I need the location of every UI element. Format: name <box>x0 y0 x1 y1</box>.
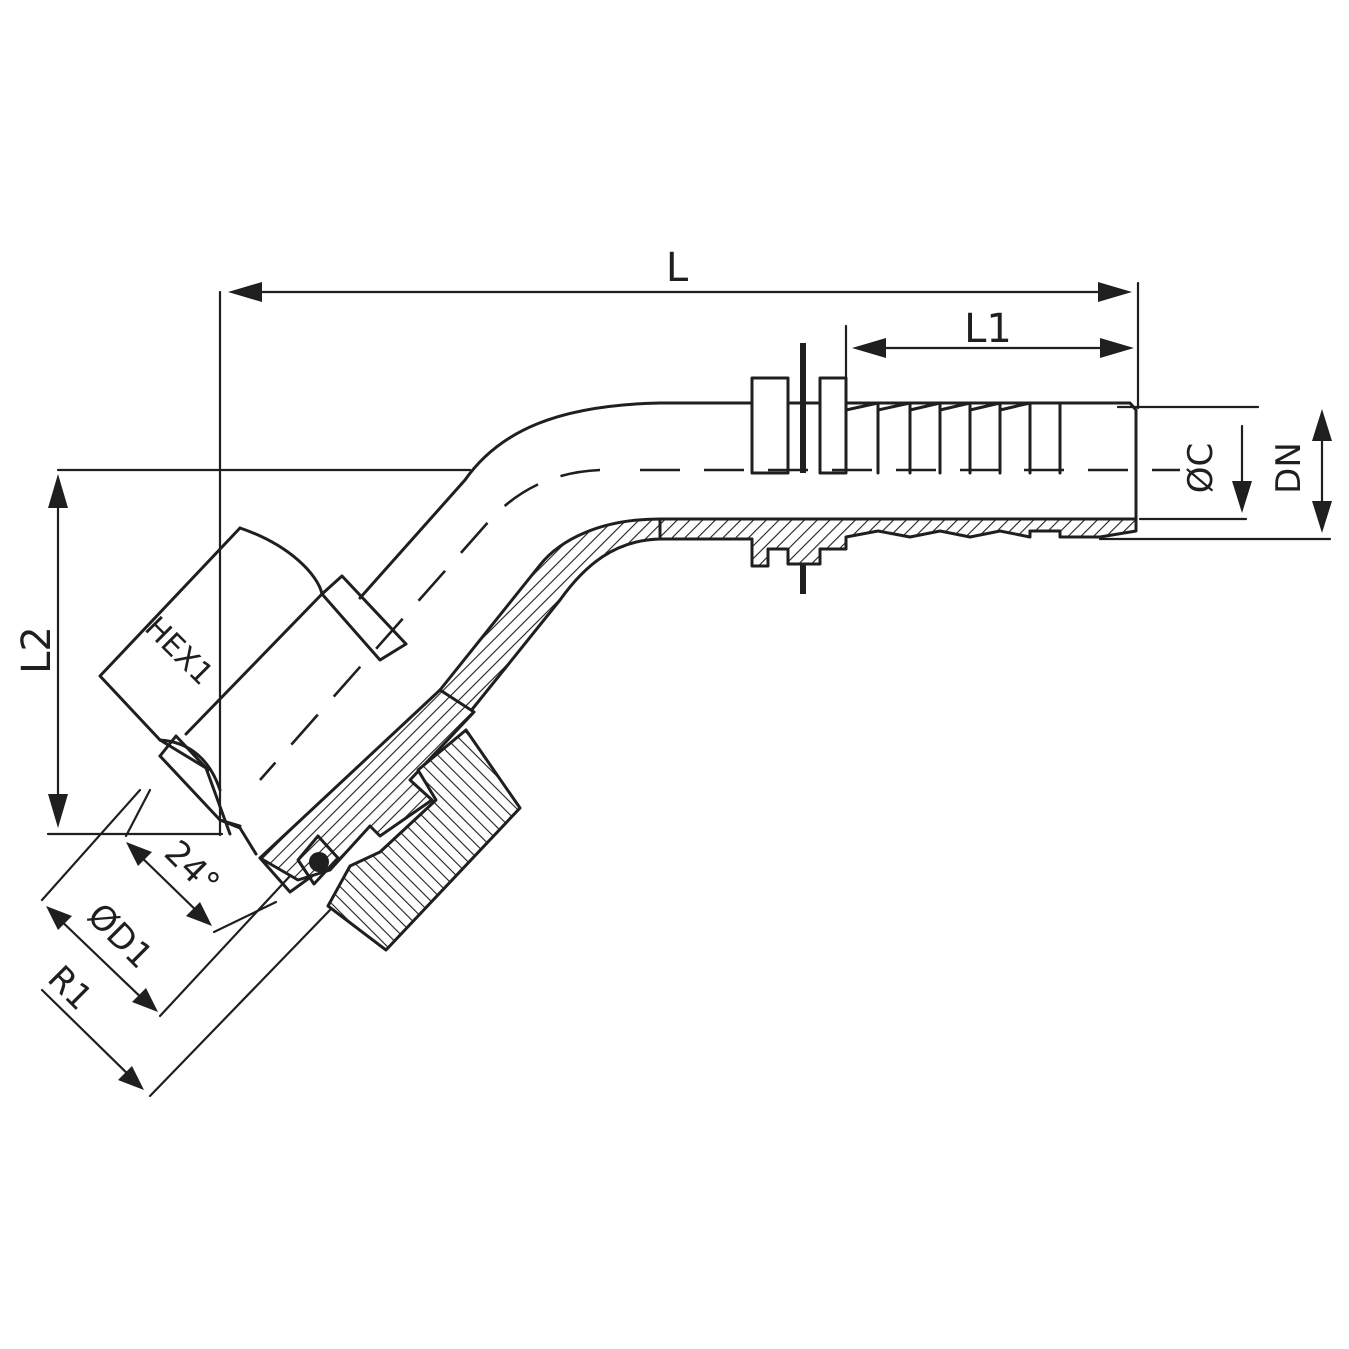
dimension-l: L <box>218 245 1140 837</box>
bore-label: ØC <box>1181 443 1221 494</box>
dimension-cone-angle: 24° <box>124 788 278 934</box>
dimension-r1: R1 <box>40 908 332 1098</box>
nut-section <box>218 688 522 952</box>
tail-section <box>640 343 1180 594</box>
dimension-l2: L2 <box>14 468 472 836</box>
nominal-diameter-label: DN <box>1269 442 1309 494</box>
dimension-l1-label: L1 <box>964 306 1012 352</box>
dimension-l-label: L <box>666 245 689 291</box>
tail-hatched-section <box>658 517 1138 568</box>
cone-angle-label: 24° <box>156 833 227 904</box>
hex-label: HEX1 <box>138 610 220 692</box>
dimension-bore: ØC DN <box>1098 405 1332 541</box>
diameter-1-label: ØD1 <box>79 896 160 977</box>
o-ring <box>309 852 329 872</box>
radius-1-label: R1 <box>40 958 100 1018</box>
dimension-l1: L1 <box>844 306 1134 398</box>
dimension-l2-label: L2 <box>14 626 60 674</box>
